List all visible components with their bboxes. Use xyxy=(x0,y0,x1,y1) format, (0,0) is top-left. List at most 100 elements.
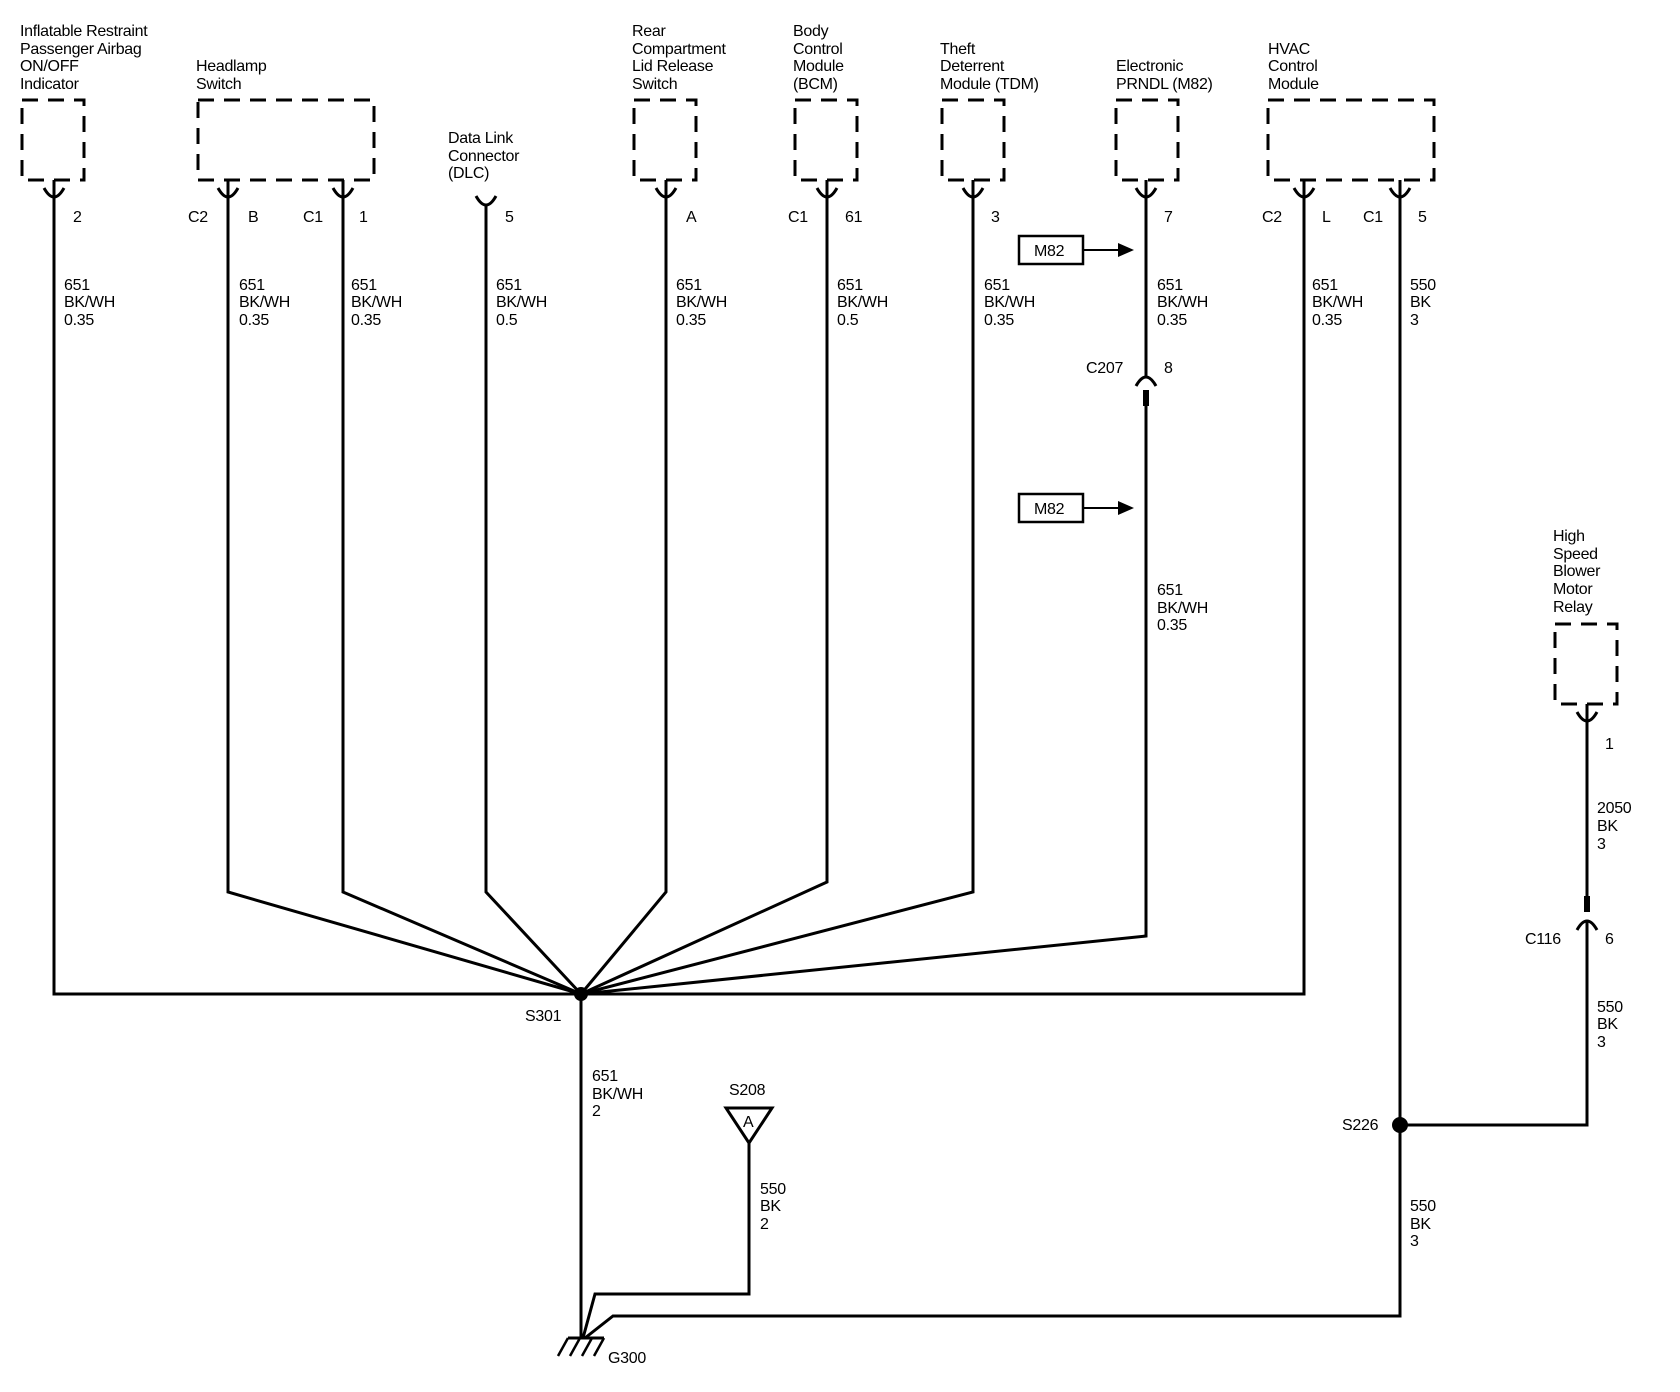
headlamp-conn-c2-label: C2 xyxy=(188,209,208,226)
headlamp-wire-b-label: 651 BK/WH 0.35 xyxy=(239,277,294,329)
prndl-pin-connector xyxy=(1134,180,1158,199)
headlamp-wire-1-label: 651 BK/WH 0.35 xyxy=(351,277,406,329)
hvac-module-title: HVAC Control Module xyxy=(1268,41,1322,93)
airbag-wire-label: 651 BK/WH 0.35 xyxy=(64,277,119,329)
headlamp-pin-1-connector xyxy=(331,180,355,199)
headlamp-switch-component: Headlamp Switch C2 B C1 1 651 BK/WH 0.35… xyxy=(188,58,406,329)
rear-lid-switch-component: Rear Compartment Lid Release Switch A 65… xyxy=(632,23,731,329)
hvac-pin-5-connector xyxy=(1388,180,1412,199)
tdm-box xyxy=(940,98,1006,182)
m82-arrow-lower-head xyxy=(1118,501,1134,515)
s208-letter: A xyxy=(743,1114,754,1131)
bcm-conn-c1-label: C1 xyxy=(788,209,808,226)
wire-headlamp-1-to-s301 xyxy=(341,198,582,996)
s208-label: S208 xyxy=(729,1082,766,1099)
bcm-wire-label: 651 BK/WH 0.5 xyxy=(837,277,892,329)
m82-option-tag-lower-text: M82 xyxy=(1034,501,1065,518)
wire-hvac-l-to-s301 xyxy=(581,198,1306,996)
headlamp-switch-box xyxy=(196,98,376,182)
m82-option-tag-upper-text: M82 xyxy=(1034,243,1065,260)
prndl-title: Electronic PRNDL (M82) xyxy=(1116,58,1213,93)
s208-triangle-symbol xyxy=(723,1106,775,1146)
wire-rear-lid-to-s301 xyxy=(579,198,668,995)
wire-bcm-to-s301 xyxy=(580,198,829,996)
s226-label: S226 xyxy=(1342,1117,1379,1134)
blower-relay-pin-label: 1 xyxy=(1605,736,1614,753)
hvac-module-component: HVAC Control Module C2 L C1 5 651 BK/WH … xyxy=(1262,41,1440,329)
tdm-title: Theft Deterrent Module (TDM) xyxy=(940,41,1039,93)
tdm-wire-label: 651 BK/WH 0.35 xyxy=(984,277,1039,329)
s226-wire-label: 550 BK 3 xyxy=(1410,1198,1440,1250)
bcm-component: Body Control Module (BCM) C1 61 651 BK/W… xyxy=(788,23,892,329)
airbag-indicator-title: Inflatable Restraint Passenger Airbag ON… xyxy=(20,23,152,93)
blower-relay-wire-label: 2050 BK 3 xyxy=(1597,800,1636,853)
hvac-wire-l-label: 651 BK/WH 0.35 xyxy=(1312,277,1367,329)
prndl-wire-lower-label: 651 BK/WH 0.35 xyxy=(1157,582,1212,634)
s301-splice-dot xyxy=(574,987,588,1001)
c116-connector-pin xyxy=(1584,896,1590,912)
headlamp-conn-c1-label: C1 xyxy=(303,209,323,226)
ground-tick-2 xyxy=(568,1337,582,1357)
hvac-conn-c2-label: C2 xyxy=(1262,209,1282,226)
ground-tick-3 xyxy=(580,1337,594,1357)
airbag-pin-label: 2 xyxy=(73,209,82,226)
c207-connector-symbol xyxy=(1134,375,1158,387)
s208-wire-label: 550 BK 2 xyxy=(760,1181,790,1233)
c207-pin-label: 8 xyxy=(1164,360,1173,377)
blower-relay-box xyxy=(1553,622,1619,706)
wire-headlamp-b-to-s301 xyxy=(226,198,582,996)
hvac-wire-5-label: 550 BK 3 xyxy=(1410,277,1440,329)
rear-lid-wire-label: 651 BK/WH 0.35 xyxy=(676,277,731,329)
wire-tdm-to-s301 xyxy=(580,198,975,996)
m82-option-tag-upper xyxy=(1017,234,1085,266)
prndl-component: Electronic PRNDL (M82) 7 M82 651 BK/WH 0… xyxy=(1017,58,1213,634)
headlamp-switch-title: Headlamp Switch xyxy=(196,58,271,93)
wire-c116-to-s226 xyxy=(1400,922,1589,1127)
c207-connector-pin xyxy=(1143,390,1149,406)
prndl-pin-label: 7 xyxy=(1164,209,1173,226)
prndl-box xyxy=(1114,98,1180,182)
bcm-pin-connector xyxy=(815,180,839,199)
dlc-component: Data Link Connector (DLC) 5 651 BK/WH 0.… xyxy=(448,130,551,329)
m82-arrow-upper-head xyxy=(1118,243,1134,257)
splice-s208: S208 A 550 BK 2 xyxy=(723,1082,790,1233)
rear-lid-pin-connector xyxy=(654,180,678,199)
prndl-wire-upper-label: 651 BK/WH 0.35 xyxy=(1157,277,1212,329)
splice-s226: S226 550 BK 3 xyxy=(1342,1117,1440,1250)
headlamp-pin-b-connector xyxy=(216,180,240,199)
airbag-indicator-box xyxy=(20,98,86,182)
ground-g300-label: G300 xyxy=(608,1350,646,1367)
dlc-pin-connector xyxy=(474,195,498,207)
hvac-module-box xyxy=(1266,98,1436,182)
c116-connector-label: C116 xyxy=(1525,931,1561,948)
s301-label: S301 xyxy=(525,1008,562,1025)
hvac-pin-l-label: L xyxy=(1322,209,1331,226)
c116-pin-label: 6 xyxy=(1605,931,1614,948)
rear-lid-switch-box xyxy=(632,98,698,182)
tdm-pin-connector xyxy=(961,180,985,199)
blower-relay-pin-connector xyxy=(1575,704,1599,723)
wire-airbag-to-s301 xyxy=(52,198,581,996)
c207-connector-label: C207 xyxy=(1086,360,1123,377)
tdm-component: Theft Deterrent Module (TDM) 3 651 BK/WH… xyxy=(940,41,1039,329)
tdm-pin-label: 3 xyxy=(991,209,1000,226)
blower-relay-wire-lower-label: 550 BK 3 xyxy=(1597,999,1627,1051)
rear-lid-pin-label: A xyxy=(686,209,697,226)
headlamp-pin-1-label: 1 xyxy=(359,209,368,226)
ground-tick-4 xyxy=(592,1337,606,1357)
bcm-box xyxy=(793,98,859,182)
wire-c207-to-s301 xyxy=(580,406,1148,996)
ground-tick-1 xyxy=(556,1337,570,1357)
dlc-wire-label: 651 BK/WH 0.5 xyxy=(496,277,551,329)
airbag-pin-connector xyxy=(42,180,66,199)
wire-s226-to-g300 xyxy=(584,1125,1402,1340)
rear-lid-switch-title: Rear Compartment Lid Release Switch xyxy=(632,23,730,93)
blower-relay-component: High Speed Blower Motor Relay 1 2050 BK … xyxy=(1525,528,1636,1051)
hvac-pin-l-connector xyxy=(1292,180,1316,199)
dlc-title: Data Link Connector (DLC) xyxy=(448,130,523,182)
dlc-pin-label: 5 xyxy=(505,209,514,226)
s226-splice-dot xyxy=(1392,1117,1408,1133)
c116-connector-symbol xyxy=(1575,919,1599,931)
wire-dlc-to-s301 xyxy=(484,205,583,996)
